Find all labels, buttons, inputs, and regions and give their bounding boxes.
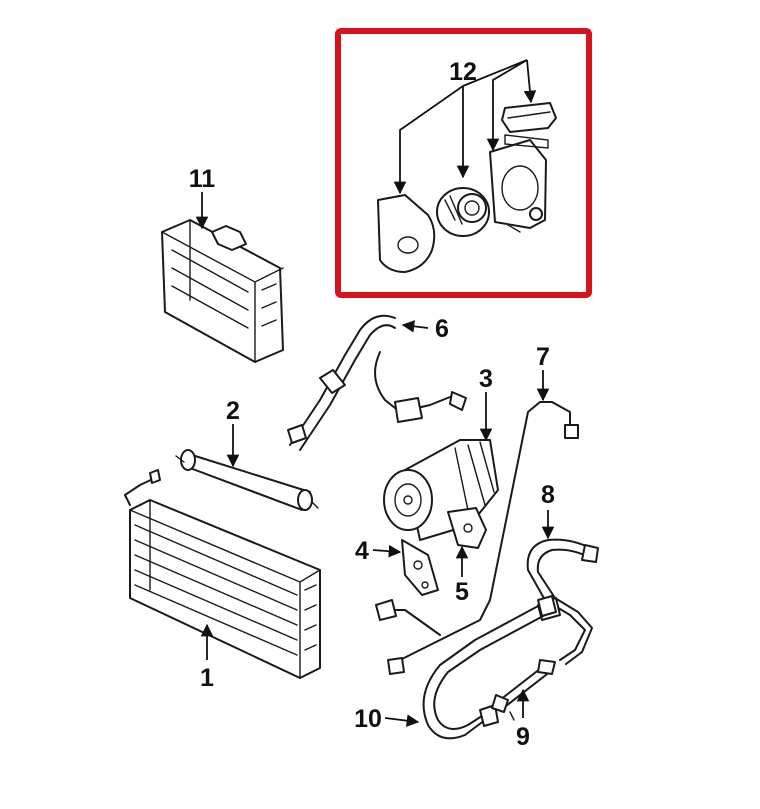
callout-5: 5 — [455, 578, 469, 606]
callout-3: 3 — [479, 365, 493, 393]
part-11-evaporator-core[interactable] — [161, 219, 284, 363]
callout-10: 10 — [354, 705, 382, 733]
leader-10 — [384, 714, 420, 727]
part-6-suction-hose[interactable] — [287, 314, 467, 451]
callout-8: 8 — [541, 481, 555, 509]
part-12-leaders — [393, 59, 537, 195]
callout-2: 2 — [226, 397, 240, 425]
callout-9: 9 — [516, 723, 530, 751]
callout-7: 7 — [536, 343, 550, 371]
part-7-liquid-line[interactable] — [375, 401, 579, 675]
part-12-blower-assembly[interactable] — [377, 102, 557, 273]
callout-6: 6 — [435, 315, 449, 343]
part-4-bracket[interactable] — [401, 539, 439, 596]
highlight-box — [335, 28, 592, 298]
part-2-accumulator[interactable] — [175, 449, 319, 511]
part-9-tube[interactable] — [491, 659, 556, 721]
leader-6 — [401, 320, 429, 333]
part-1-condenser[interactable] — [124, 469, 321, 679]
callout-12: 12 — [449, 58, 477, 86]
callout-11: 11 — [189, 165, 216, 193]
callout-1: 1 — [200, 664, 214, 692]
leader-4 — [372, 544, 402, 558]
callout-4: 4 — [355, 537, 369, 565]
part-10-hose[interactable] — [422, 595, 557, 740]
part-5-mount-bracket[interactable] — [447, 507, 487, 549]
